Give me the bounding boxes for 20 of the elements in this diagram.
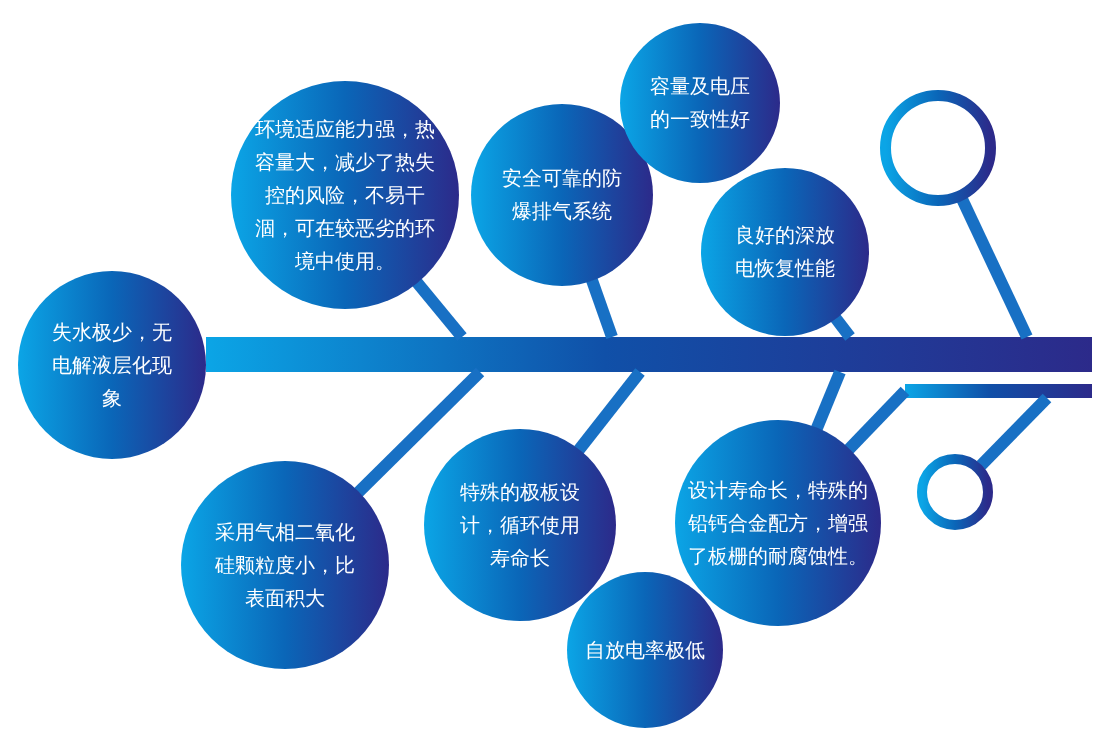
bar bbox=[206, 337, 1092, 372]
feature-text: 自放电率极低 bbox=[584, 636, 706, 664]
feature-text: 设计寿命长，特殊的铅钙合金配方，增强了板栅的耐腐蚀性。 bbox=[687, 476, 869, 570]
feature-text: 良好的深放电恢复性能 bbox=[734, 222, 836, 282]
connector-line bbox=[830, 314, 855, 341]
connector-line bbox=[976, 393, 1052, 470]
feature-text: 环境适应能力强，热容量大，减少了热失控的风险，不易干涸，可在较恶劣的环境中使用。 bbox=[254, 115, 436, 275]
feature-text: 特殊的极板设计，循环使用寿命长 bbox=[459, 478, 581, 572]
ring bbox=[917, 454, 993, 530]
connector-line bbox=[586, 277, 618, 339]
feature-text: 失水极少，无电解液层化现象 bbox=[51, 318, 173, 412]
feature-text: 采用气相二氧化硅颗粒度小，比表面积大 bbox=[214, 518, 356, 612]
connector-line bbox=[811, 369, 846, 431]
bar bbox=[905, 384, 1092, 398]
feature-text: 安全可靠的防爆排气系统 bbox=[501, 165, 623, 225]
connector-line bbox=[412, 278, 467, 341]
connector-line bbox=[354, 367, 485, 497]
feature-text: 容量及电压的一致性好 bbox=[649, 73, 751, 133]
ring bbox=[880, 90, 996, 206]
connector-line bbox=[573, 368, 645, 454]
